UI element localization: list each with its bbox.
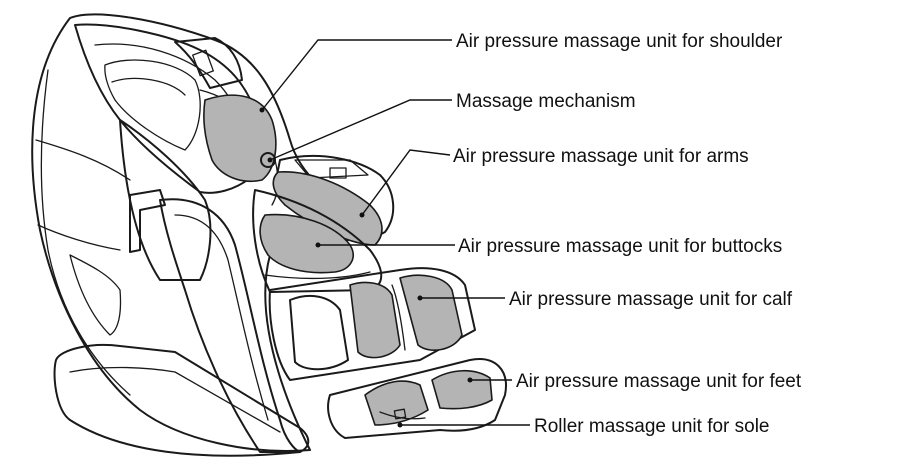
leader-feet-dot [468,378,473,383]
label-shoulder: Air pressure massage unit for shoulder [456,31,783,52]
calf-left-cushion [290,296,348,369]
leader-mechanism [270,100,452,160]
leader-shoulder-dot [260,108,265,113]
chair-base [55,345,309,456]
shell-seam-2 [36,140,130,180]
calf-airbag-pad-right [400,275,462,350]
label-buttocks: Air pressure massage unit for buttocks [458,236,782,257]
label-mechanism: Massage mechanism [456,91,636,112]
hood-headrest [105,60,200,150]
hood-headrest-inner [112,78,185,95]
remote-holder [175,38,242,88]
leader-calf-dot [418,296,423,301]
armrest-front-inner [175,215,268,420]
shell-side-vent [70,255,121,335]
shell-seam-3 [38,225,120,250]
shoulder-airbag-pad [204,95,276,181]
label-feet: Air pressure massage unit for feet [516,371,802,392]
massage-chair-illustration [32,14,506,455]
leader-sole-dot [398,423,403,428]
leader-mechanism-dot [268,158,273,163]
label-arms: Air pressure massage unit for arms [453,146,749,167]
leader-buttocks-dot [316,243,321,248]
remote-control [193,50,214,75]
calf-airbag-pad-left [350,282,400,357]
leader-arms [362,150,450,215]
label-sole: Roller massage unit for sole [534,416,770,437]
feet-airbag-pad-right [432,371,492,409]
chair-base-inner [70,368,280,433]
leader-arms-dot [360,213,365,218]
label-calf: Air pressure massage unit for calf [509,289,793,310]
